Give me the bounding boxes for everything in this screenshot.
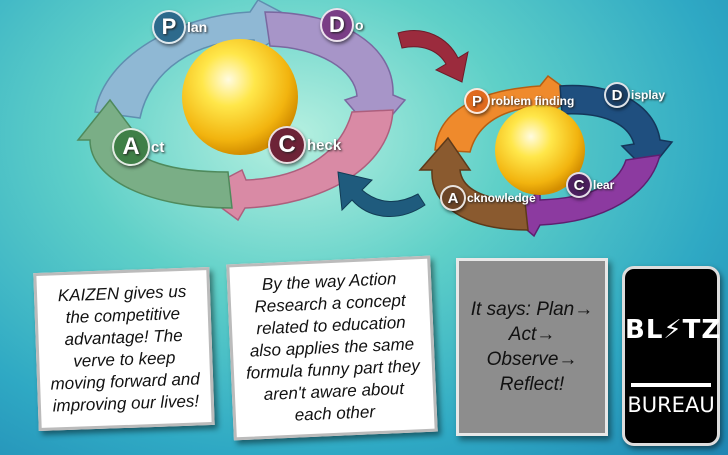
do-badge: D <box>320 8 354 42</box>
logo-top-text: BL⚡TZ <box>625 315 722 345</box>
transition-arrow-left <box>337 171 426 217</box>
acknowledge-label: A cknowledge <box>440 185 536 211</box>
blitz-bureau-logo: BL⚡TZ BUREAU <box>622 266 720 446</box>
clear-label: C lear <box>566 172 614 198</box>
problem-finding-badge: P <box>464 88 490 114</box>
plan-text: lan <box>187 19 208 35</box>
display-label: D isplay <box>604 82 665 108</box>
logo-bottom-text: BUREAU <box>627 393 715 417</box>
check-badge: C <box>268 126 306 164</box>
kaizen-text: KAIZEN gives us the competitive advantag… <box>50 281 201 416</box>
clear-badge: C <box>566 172 592 198</box>
acknowledge-badge: A <box>440 185 466 211</box>
act-label: A ct <box>112 128 164 166</box>
plan-segment <box>94 0 302 119</box>
acknowledge-segment <box>418 136 529 231</box>
clear-text: lear <box>593 178 615 192</box>
action-research-card: By the way Action Research a concept rel… <box>226 255 438 441</box>
act-segment <box>76 98 233 209</box>
problem-finding-text: roblem finding <box>491 94 575 108</box>
act-text: ct <box>151 138 165 156</box>
act-badge: A <box>112 128 150 166</box>
transition-arrow-right <box>397 30 469 83</box>
sun-sphere-small <box>495 105 585 195</box>
logo-divider <box>631 383 711 387</box>
display-badge: D <box>604 82 630 108</box>
do-label: D o <box>320 8 364 42</box>
sun-sphere <box>182 39 298 155</box>
do-text: o <box>355 17 364 33</box>
action-research-text: By the way Action Research a concept rel… <box>245 269 421 425</box>
check-text: heck <box>307 136 342 154</box>
display-text: isplay <box>631 88 666 102</box>
variant-ring <box>418 74 674 238</box>
kaizen-card: KAIZEN gives us the competitive advantag… <box>33 266 215 432</box>
plan-badge: P <box>152 10 186 44</box>
acknowledge-text: cknowledge <box>467 191 536 205</box>
plan-act-observe-text: It says: Plan→ Act→ Observe→ Reflect! <box>470 299 594 395</box>
problem-finding-label: P roblem finding <box>464 88 574 114</box>
check-label: C heck <box>268 126 341 164</box>
plan-act-observe-card: It says: Plan→ Act→ Observe→ Reflect! <box>456 258 608 436</box>
plan-label: P lan <box>152 10 207 44</box>
pdca-ring <box>76 0 407 222</box>
